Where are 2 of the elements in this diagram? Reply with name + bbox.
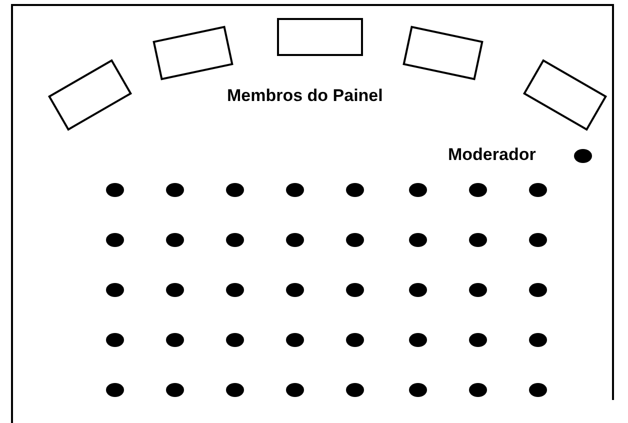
moderator-label: Moderador — [448, 145, 536, 165]
panel-members-label: Membros do Painel — [227, 86, 383, 106]
